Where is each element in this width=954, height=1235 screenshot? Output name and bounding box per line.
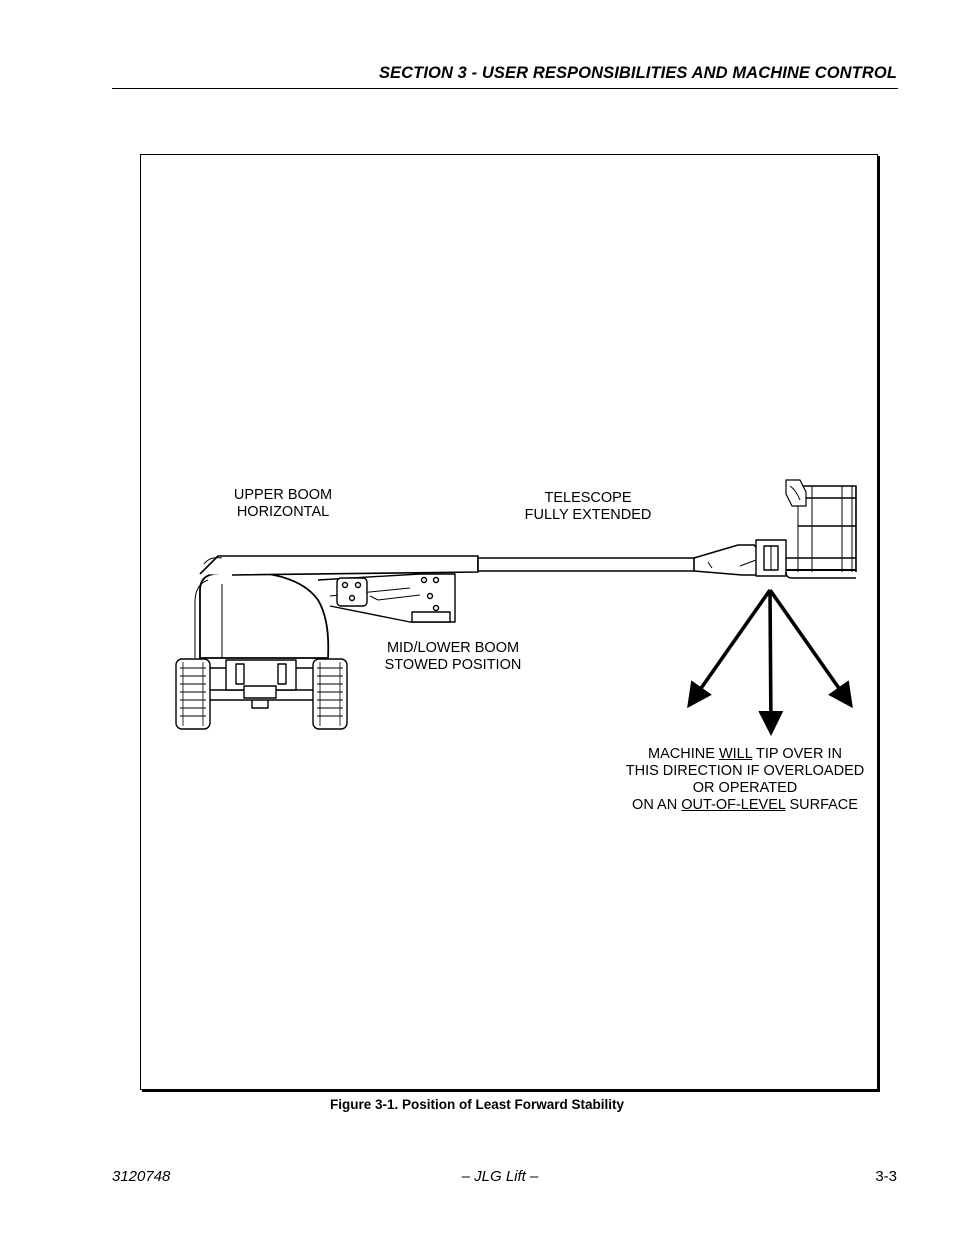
rear-wheel-icon [175,658,211,730]
section-title: SECTION 3 - USER RESPONSIBILITIES AND MA… [378,64,897,82]
tip-direction-arrows [687,588,853,737]
footer-page-number: 3-3 [875,1168,897,1185]
figure-frame [140,154,878,1090]
tip-over-warning: MACHINE WILL TIP OVER IN THIS DIRECTION … [625,746,865,813]
tip-arrow-right [768,588,853,709]
figure-caption: Figure 3-1. Position of Least Forward St… [329,1097,625,1112]
footer-publisher: – JLG Lift – [461,1168,539,1185]
telescope-label: TELESCOPE FULLY EXTENDED [524,490,652,523]
tip-arrow-down [758,589,784,737]
upper-boom-label: UPPER BOOM HORIZONTAL [233,487,333,520]
tip-arrow-left [687,588,772,709]
front-wheel-icon [312,658,348,730]
mid-lower-boom-label: MID/LOWER BOOM STOWED POSITION [384,640,522,673]
footer-doc-number: 3120748 [112,1168,171,1185]
header-divider [112,88,898,89]
